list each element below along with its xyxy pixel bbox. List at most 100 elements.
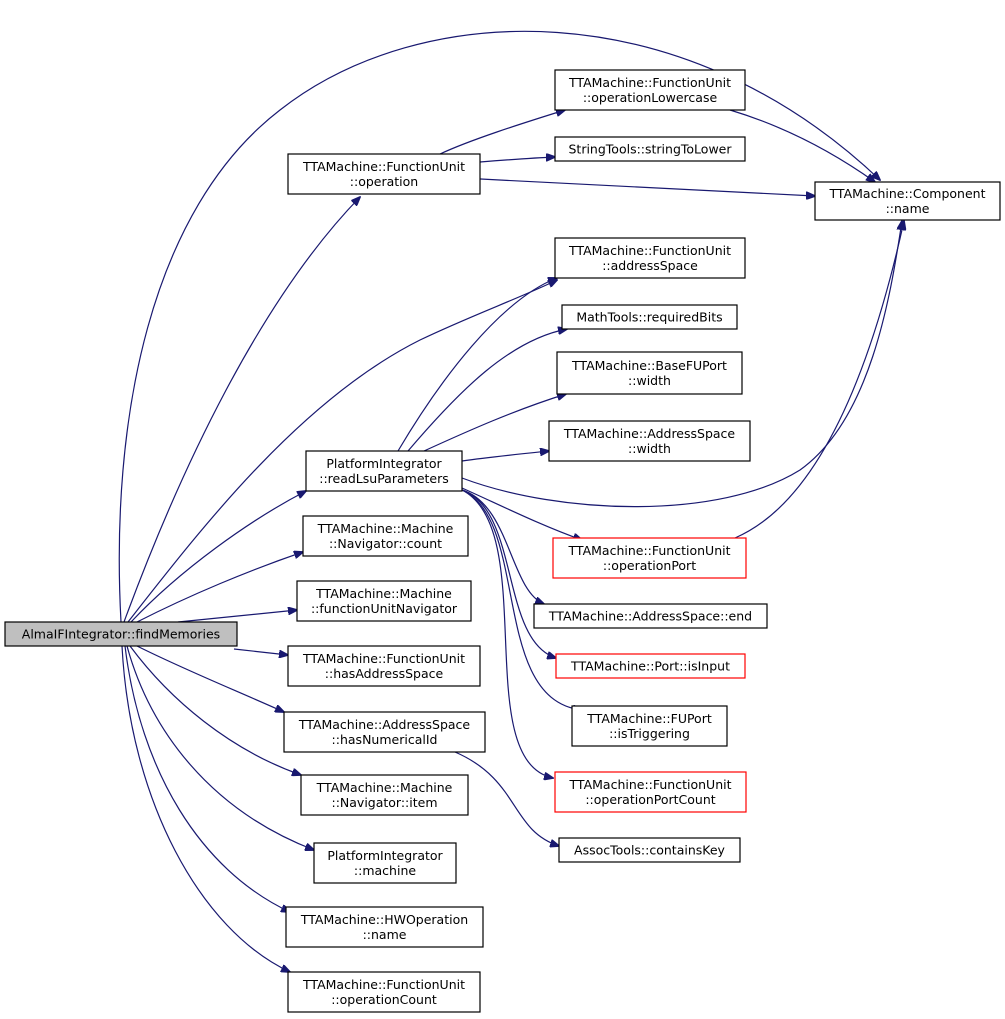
node-label-line: TTAMachine::FUPort [586,711,712,726]
node-port-input[interactable]: TTAMachine::Port::isInput [555,653,746,679]
node-box [554,771,747,813]
edge-path [397,278,557,452]
edge-read_lsu-to-fuport_trig [461,489,582,710]
node-box [571,705,728,747]
edge-root-to-fu_as [127,280,557,623]
node-box [285,906,484,948]
node-box [552,537,747,579]
edge-op_lower-to-comp_name [729,109,875,182]
node-op-port[interactable]: TTAMachine::FunctionUnit::operationPort [552,537,747,579]
edge-path [118,30,880,623]
node-label-line: TTAMachine::FunctionUnit [302,977,465,992]
node-label-line: ::addressSpace [602,258,698,273]
edge-path [734,221,904,539]
node-box [287,153,481,195]
node-pi-machine[interactable]: PlatformIntegrator::machine [313,842,457,884]
node-req-bits[interactable]: MathTools::requiredBits [561,304,738,330]
node-label-line: TTAMachine::Component [829,186,986,201]
node-contains-key[interactable]: AssocTools::containsKey [558,837,741,863]
edge-path [461,221,902,508]
node-box [300,774,469,816]
node-label-line: ::readLsuParameters [319,471,449,486]
edge-fu_op-to-op_lower [439,110,565,155]
node-read-lsu[interactable]: PlatformIntegrator::readLsuParameters [305,450,463,492]
node-as-end[interactable]: TTAMachine::AddressSpace::end [533,603,768,629]
node-label-line: TTAMachine::AddressSpace::end [548,609,752,624]
node-box [287,645,481,687]
node-label-line: ::name [363,927,407,942]
node-label-line: ::operationPortCount [585,792,715,807]
node-label-line: TTAMachine::AddressSpace [298,717,471,732]
edge-path [461,451,549,462]
edge-read_lsu-to-fu_as [397,278,557,452]
edge-path [439,110,565,155]
node-label-line: ::Navigator::item [331,795,437,810]
node-basefu-w[interactable]: TTAMachine::BaseFUPort::width [556,351,743,395]
node-label-line: ::operation [350,174,418,189]
node-label-line: ::name [886,201,930,216]
node-label-line: ::hasNumericalId [332,732,438,747]
edge-path [461,489,582,710]
node-fu-op[interactable]: TTAMachine::FunctionUnit::operation [287,153,481,195]
edge-path [461,487,582,540]
node-fu-as[interactable]: TTAMachine::FunctionUnit::addressSpace [554,237,746,279]
node-box [305,450,463,492]
edge-path [729,109,875,182]
node-label-line: ::operationLowercase [583,90,718,105]
node-nav-item[interactable]: TTAMachine::Machine::Navigator::item [300,774,469,816]
edge-root-to-fu_op [123,197,360,623]
edge-path [233,648,288,655]
node-box [555,653,746,679]
edge-path [407,329,567,452]
node-box [561,304,738,330]
edge-path [461,489,556,658]
node-label-line: PlatformIntegrator [326,456,442,471]
node-fuport-trig[interactable]: TTAMachine::FUPort::isTriggering [571,705,728,747]
edge-root-to-op_count [121,645,290,972]
edge-path [126,645,314,850]
edge-path [177,610,297,623]
node-label-line: AssocTools::containsKey [574,843,725,858]
node-comp-name[interactable]: TTAMachine::Component::name [814,181,1001,221]
edge-path [130,491,306,623]
node-op-port-cnt[interactable]: TTAMachine::FunctionUnit::operationPortC… [554,771,747,813]
node-box [283,711,486,753]
edge-path [121,645,290,972]
node-fu-nav[interactable]: TTAMachine::Machine::functionUnitNavigat… [296,580,472,622]
edge-has_numid-to-contains_key [454,751,559,846]
node-label-line: TTAMachine::FunctionUnit [302,651,465,666]
node-has-numid[interactable]: TTAMachine::AddressSpace::hasNumericalId [283,711,486,753]
edge-path [479,157,555,163]
edge-path [479,178,815,196]
edge-path [127,280,557,623]
node-nav-count[interactable]: TTAMachine::Machine::Navigator::count [302,515,469,557]
node-label-line: TTAMachine::BaseFUPort [571,358,727,373]
edge-read_lsu-to-op_port_cnt [461,489,553,778]
edge-root-to-pi_machine [126,645,314,850]
node-label-line: TTAMachine::Machine [315,586,452,601]
edge-path [129,645,301,775]
node-label-line: StringTools::stringToLower [568,142,732,157]
edge-root-to-has_as [233,648,288,655]
node-box [558,837,741,863]
edge-root-to-fu_nav [177,610,297,623]
node-op-count[interactable]: TTAMachine::FunctionUnit::operationCount [287,971,481,1013]
node-label-line: ::machine [354,863,416,878]
edge-root-to-has_numid [136,645,284,712]
node-root[interactable]: AlmaIFIntegrator::findMemories [4,621,238,647]
node-as-width[interactable]: TTAMachine::AddressSpace::width [548,420,751,462]
node-label-line: TTAMachine::Machine [316,780,453,795]
node-has-as[interactable]: TTAMachine::FunctionUnit::hasAddressSpac… [287,645,481,687]
node-label-line: ::operationCount [331,992,437,1007]
node-op-lower[interactable]: TTAMachine::FunctionUnit::operationLower… [554,69,746,111]
edge-read_lsu-to-basefu_w [423,394,566,452]
node-label-line: PlatformIntegrator [327,848,443,863]
node-str-lower[interactable]: StringTools::stringToLower [554,136,746,162]
node-label-line: MathTools::requiredBits [576,310,722,325]
node-box [533,603,768,629]
edge-read_lsu-to-op_port [461,487,582,540]
node-box [4,621,238,647]
node-box [548,420,751,462]
edge-read_lsu-to-as_width [461,451,549,462]
node-hwop-name[interactable]: TTAMachine::HWOperation::name [285,906,484,948]
